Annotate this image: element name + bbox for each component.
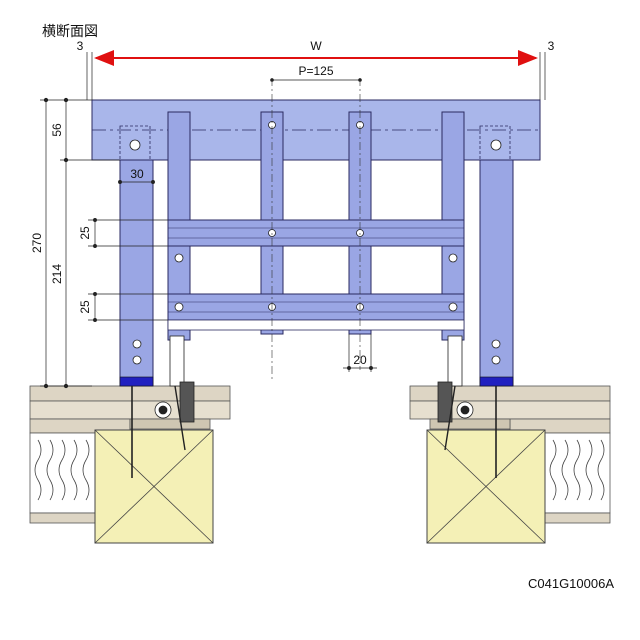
diagram-title: 横断面図	[42, 23, 98, 39]
base-fixing-right	[437, 335, 497, 478]
base-plate-left	[119, 376, 154, 387]
right-clearance-label: 3	[548, 39, 555, 53]
pitch-label: P=125	[298, 64, 333, 78]
timber-block-right	[426, 429, 546, 544]
width-label: W	[310, 39, 322, 53]
bar-width-dimension	[343, 334, 377, 372]
top-rail-height-label: 56	[50, 123, 64, 137]
pitch-dimension	[270, 78, 362, 82]
insulation-left	[29, 432, 103, 524]
middle-rail-upper	[167, 219, 465, 247]
top-rail	[91, 99, 541, 161]
base-fixing-left	[131, 335, 195, 478]
left-clearance-label: 3	[77, 39, 84, 53]
floor-slab	[29, 385, 611, 434]
total-height-label: 270	[30, 233, 44, 253]
bracket-bolts	[129, 139, 502, 151]
post-left	[119, 159, 154, 387]
middle-rail-lower	[167, 293, 465, 321]
centre-lines	[271, 78, 361, 380]
top-brackets	[119, 125, 511, 161]
post-width-label: 30	[130, 167, 144, 181]
base-plate-right	[479, 376, 514, 387]
bar-width-label: 20	[353, 353, 367, 367]
timber-block-left	[94, 429, 214, 544]
upper-rail-height-label: 25	[78, 226, 92, 240]
height-dimensions	[40, 97, 168, 389]
insulation-right	[537, 432, 611, 524]
drawing-code: C041G10006A	[528, 576, 614, 591]
width-dimension	[86, 50, 546, 100]
post-width-dimension	[118, 180, 155, 184]
post-height-label: 214	[50, 264, 64, 284]
lower-rail-height-label: 25	[78, 300, 92, 314]
post-right	[479, 159, 514, 387]
